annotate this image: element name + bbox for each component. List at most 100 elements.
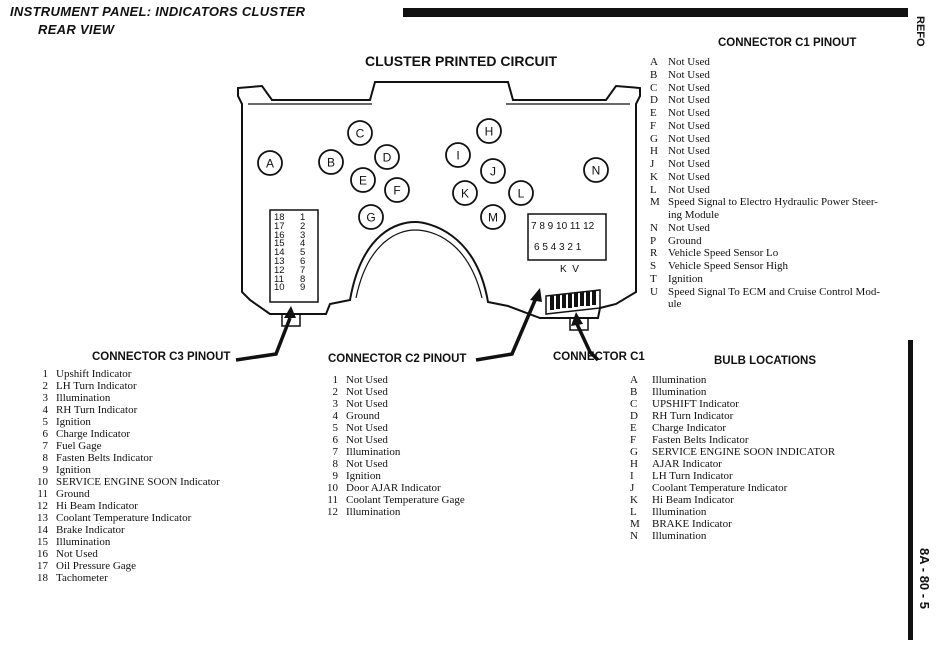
pin-description: Not Used bbox=[668, 145, 710, 158]
pin-id bbox=[650, 209, 668, 222]
pin-description: Illumination bbox=[652, 506, 707, 518]
bulb-circle-label: C bbox=[356, 127, 365, 141]
c3-block-pin: 4 bbox=[300, 238, 306, 250]
bulb-circle-f bbox=[384, 177, 410, 203]
bulb-circle-b bbox=[318, 149, 344, 175]
gauge-cutout bbox=[355, 229, 483, 299]
pin-id: 9 bbox=[332, 470, 339, 482]
pin-id: 12 bbox=[327, 506, 338, 518]
pin-description: Not Used bbox=[668, 119, 710, 132]
pin-description: Oil Pressure Gage bbox=[56, 560, 137, 572]
c3-block-pin: 17 bbox=[274, 220, 285, 232]
bulb-circle-label: J bbox=[490, 165, 496, 179]
pin-description: Illumination bbox=[652, 530, 707, 542]
bulb-location-row: N Illumination bbox=[630, 530, 835, 542]
pin-id: M bbox=[630, 518, 640, 530]
pin-description: RH Turn Indicator bbox=[652, 410, 734, 422]
pin-id: J bbox=[650, 158, 655, 170]
pin-id: H bbox=[630, 458, 638, 470]
pin-description: Not Used bbox=[668, 183, 710, 196]
c3-block-pin: 11 bbox=[274, 273, 284, 285]
c1-pinout-row: ing Module bbox=[650, 209, 880, 222]
pin-description: Illumination bbox=[346, 446, 401, 458]
pin-id: K bbox=[630, 494, 638, 506]
c3-block-pin: 15 bbox=[274, 238, 285, 250]
pin-description: Upshift Indicator bbox=[56, 368, 132, 380]
pin-id: N bbox=[630, 530, 638, 542]
c2-connector-block bbox=[527, 213, 607, 261]
pin-id: 5 bbox=[42, 416, 49, 428]
pin-description: Not Used bbox=[668, 158, 710, 170]
pin-description: Not Used bbox=[668, 132, 710, 145]
pin-id: 10 bbox=[327, 482, 338, 494]
bulb-circle-label: G bbox=[366, 211, 375, 225]
c3-block-pin: 7 bbox=[300, 264, 306, 276]
pin-description: Not Used bbox=[668, 221, 710, 234]
bulb-circle-d bbox=[374, 144, 400, 170]
bulb-circle-label: L bbox=[518, 187, 525, 201]
board-outline bbox=[237, 81, 641, 319]
bulb-circle-c bbox=[347, 120, 373, 146]
c2-pinout-row: 9 Ignition bbox=[318, 470, 465, 482]
pin-description: AJAR Indicator bbox=[652, 458, 722, 470]
pin-description: Fasten Belts Indicator bbox=[652, 434, 749, 446]
pin-id: 3 bbox=[42, 392, 49, 404]
c1-pinout-heading: CONNECTOR C1 PINOUT bbox=[718, 37, 857, 49]
c3-callout-label: CONNECTOR C3 PINOUT bbox=[92, 351, 231, 363]
c1-callout-arrow bbox=[575, 323, 600, 362]
c3-callout-arrow bbox=[235, 317, 292, 362]
pin-description: Ignition bbox=[346, 470, 381, 482]
c1-callout-label: CONNECTOR C1 bbox=[553, 351, 645, 363]
c2-block-top: 7 8 9 10 11 12 bbox=[531, 221, 595, 232]
pin-description: Door AJAR Indicator bbox=[346, 482, 441, 494]
pin-id: L bbox=[630, 506, 637, 518]
c3-block-pin: 18 bbox=[274, 212, 285, 223]
pin-description: SERVICE ENGINE SOON INDICATOR bbox=[652, 446, 836, 458]
bulb-circle-e bbox=[350, 167, 376, 193]
pin-id: 12 bbox=[37, 500, 48, 512]
pin-id: S bbox=[650, 260, 657, 272]
pin-id: 2 bbox=[42, 380, 49, 392]
bulb-circle-k bbox=[452, 180, 478, 206]
c1-connector-body bbox=[545, 289, 601, 315]
page-title: INSTRUMENT PANEL: INDICATORS CLUSTER bbox=[10, 4, 306, 19]
header-rule bbox=[403, 8, 908, 17]
pin-id: A bbox=[630, 374, 638, 386]
pin-id: G bbox=[630, 446, 638, 458]
page-subtitle: REAR VIEW bbox=[38, 22, 115, 37]
pin-description: Not Used bbox=[346, 386, 388, 398]
c1-connector-pins bbox=[550, 291, 596, 310]
pin-id: B bbox=[630, 386, 638, 398]
c3-block-pin: 2 bbox=[300, 220, 306, 232]
bulb-location-row: G SERVICE ENGINE SOON INDICATOR bbox=[630, 446, 835, 458]
pin-description: Not Used bbox=[346, 458, 388, 470]
pin-id: 1 bbox=[42, 368, 49, 380]
bulb-circle-label: E bbox=[359, 174, 367, 188]
pin-description: ing Module bbox=[668, 209, 720, 221]
pin-description: LH Turn Indicator bbox=[56, 380, 137, 392]
pin-description: LH Turn Indicator bbox=[652, 470, 733, 482]
bulb-circle-i bbox=[445, 142, 471, 168]
pin-id: E bbox=[630, 422, 637, 434]
pin-id: P bbox=[650, 234, 657, 247]
bulb-circle-label: N bbox=[592, 164, 601, 178]
